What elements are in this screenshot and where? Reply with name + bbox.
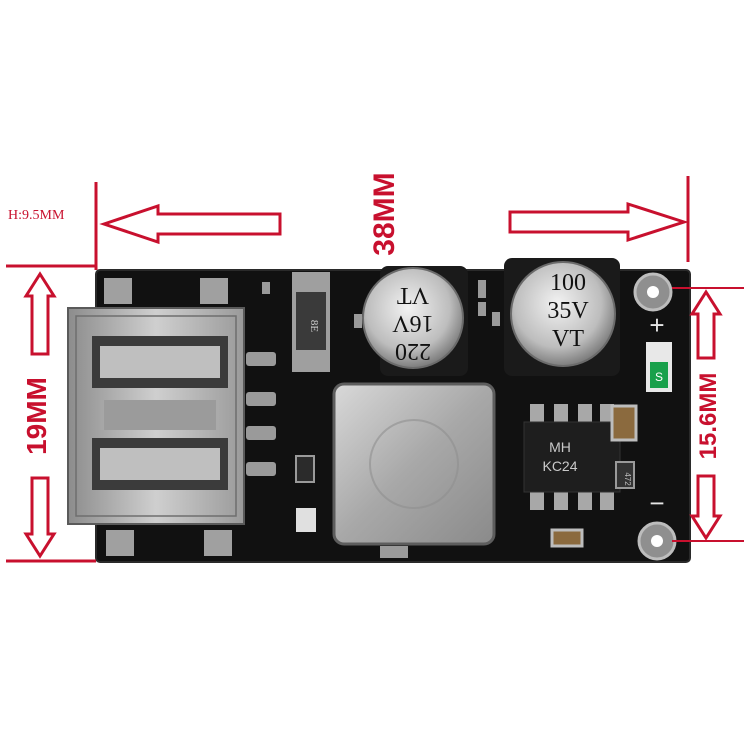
pad-spacing-arrow-top bbox=[689, 289, 723, 360]
plus-pad-label: + bbox=[649, 310, 664, 340]
pad-spacing-dimension-label: 15.6MM bbox=[695, 373, 722, 460]
capacitor-large: 100 35V VT bbox=[504, 258, 620, 376]
usb-mount-tabs bbox=[104, 278, 276, 556]
cap-small-line3: VT bbox=[397, 282, 429, 308]
length-dimension-label: 38MM bbox=[368, 172, 401, 255]
ic-chip: MH KC24 bbox=[523, 404, 621, 510]
diode: 8E bbox=[292, 272, 330, 372]
width-dimension-label: 19MM bbox=[21, 377, 52, 455]
smd-marking: S bbox=[655, 370, 663, 384]
pad-spacing-arrow-bottom bbox=[689, 474, 723, 541]
minus-pad-label: − bbox=[649, 488, 664, 518]
length-arrow-right bbox=[508, 201, 689, 243]
cap-large-line1: 100 bbox=[550, 270, 586, 296]
ic-marking-line1: MH bbox=[549, 439, 571, 455]
height-dimension-label: H:9.5MM bbox=[8, 208, 65, 223]
cap-small-line1: 220 bbox=[395, 338, 431, 364]
width-arrow-bottom bbox=[23, 476, 57, 559]
capacitor-small: 220 16V VT bbox=[362, 266, 468, 376]
small-marking: 472 bbox=[623, 472, 632, 486]
inductor bbox=[332, 382, 496, 546]
width-arrow-top bbox=[23, 271, 57, 356]
smd-components: S 472 bbox=[262, 280, 672, 558]
ic-marking-line2: KC24 bbox=[542, 458, 577, 474]
usb-port bbox=[67, 307, 245, 525]
dimension-annotations bbox=[6, 176, 744, 563]
cap-large-line2: 35V bbox=[547, 298, 589, 324]
length-arrow-left bbox=[99, 203, 282, 245]
cap-small-line2: 16V bbox=[392, 310, 434, 336]
cap-large-line3: VT bbox=[552, 326, 584, 352]
diode-marking: 8E bbox=[308, 320, 320, 333]
